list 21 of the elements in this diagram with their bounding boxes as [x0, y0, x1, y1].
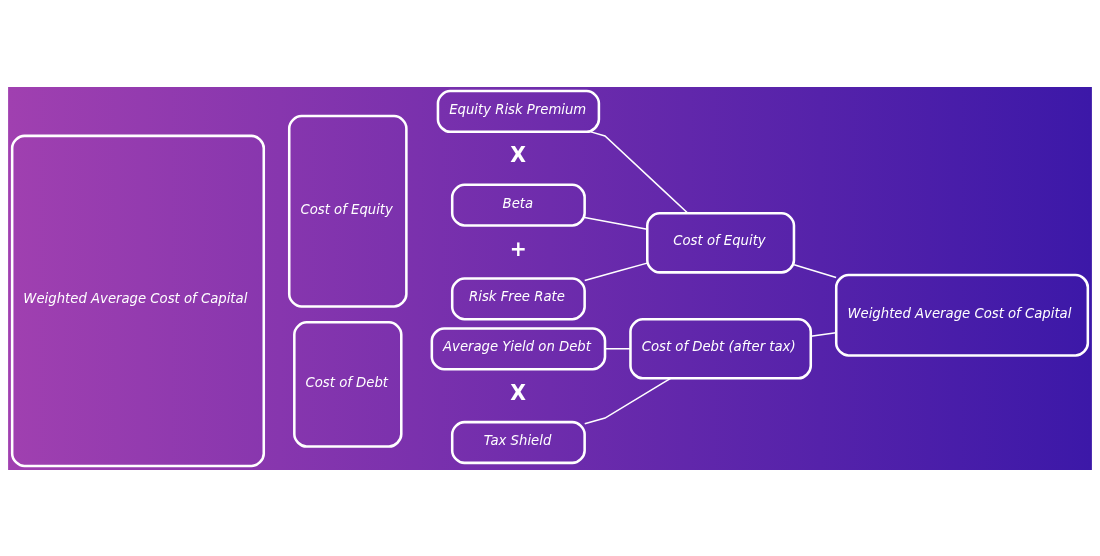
- label: X: [510, 380, 526, 405]
- node-box: Average Yield on Debt: [430, 326, 607, 370]
- connector: [793, 263, 837, 278]
- label: X: [510, 142, 526, 167]
- connector: [583, 261, 648, 281]
- connector: [590, 130, 689, 214]
- node-box: Beta: [450, 183, 586, 227]
- node-box: Cost of Debt (after tax): [629, 317, 813, 380]
- connector: [583, 216, 648, 230]
- node-box: Weighted Average Cost of Capital: [10, 134, 266, 467]
- node-box: Equity Risk Premium: [436, 89, 601, 133]
- node-box: Cost of Debt: [293, 320, 403, 448]
- node-box: Weighted Average Cost of Capital: [834, 273, 1090, 357]
- connector: [810, 331, 837, 337]
- node-box: Cost of Equity: [287, 114, 408, 308]
- label: +: [509, 236, 527, 261]
- connector: [604, 347, 631, 350]
- node-box: Tax Shield: [450, 420, 586, 464]
- connector: [583, 377, 672, 425]
- node-box: Risk Free Rate: [450, 276, 586, 320]
- node-box: Cost of Equity: [646, 211, 796, 274]
